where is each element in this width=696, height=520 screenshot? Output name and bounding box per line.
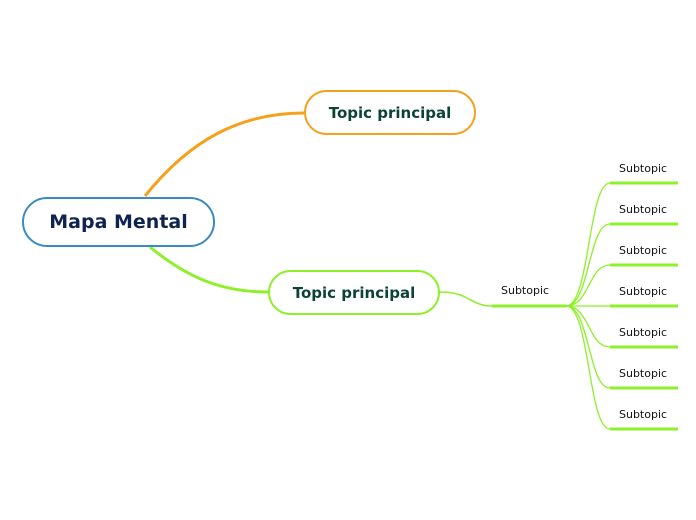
main-topic-2-label: Topic principal (292, 283, 416, 302)
link-subtopic-6 (565, 305, 611, 389)
subtopic-1[interactable]: Subtopic (619, 162, 668, 175)
link-subtopic-5 (565, 305, 611, 348)
link-subtopic-7 (565, 305, 611, 430)
link-subtopic-1 (565, 182, 611, 307)
central-topic[interactable]: Mapa Mental (22, 197, 215, 247)
subtopic-7[interactable]: Subtopic (619, 408, 668, 421)
main-topic-1-label: Topic principal (328, 103, 452, 122)
subtopic-6[interactable]: Subtopic (619, 367, 668, 380)
main-topic-2[interactable]: Topic principal (268, 270, 440, 315)
subtopic-4[interactable]: Subtopic (619, 285, 668, 298)
link-subtopic-3 (565, 264, 611, 307)
subtopic-5[interactable]: Subtopic (619, 326, 668, 339)
link-central-topic2 (149, 245, 269, 294)
subtopic-3[interactable]: Subtopic (619, 244, 668, 257)
central-topic-label: Mapa Mental (49, 211, 188, 233)
subtopic-2[interactable]: Subtopic (619, 203, 668, 216)
link-subtopic-2 (565, 223, 611, 307)
link-topic2-subtopic (439, 291, 493, 307)
link-central-topic1 (143, 111, 305, 197)
main-topic-1[interactable]: Topic principal (304, 90, 476, 135)
subtopic-level1[interactable]: Subtopic (501, 284, 550, 297)
